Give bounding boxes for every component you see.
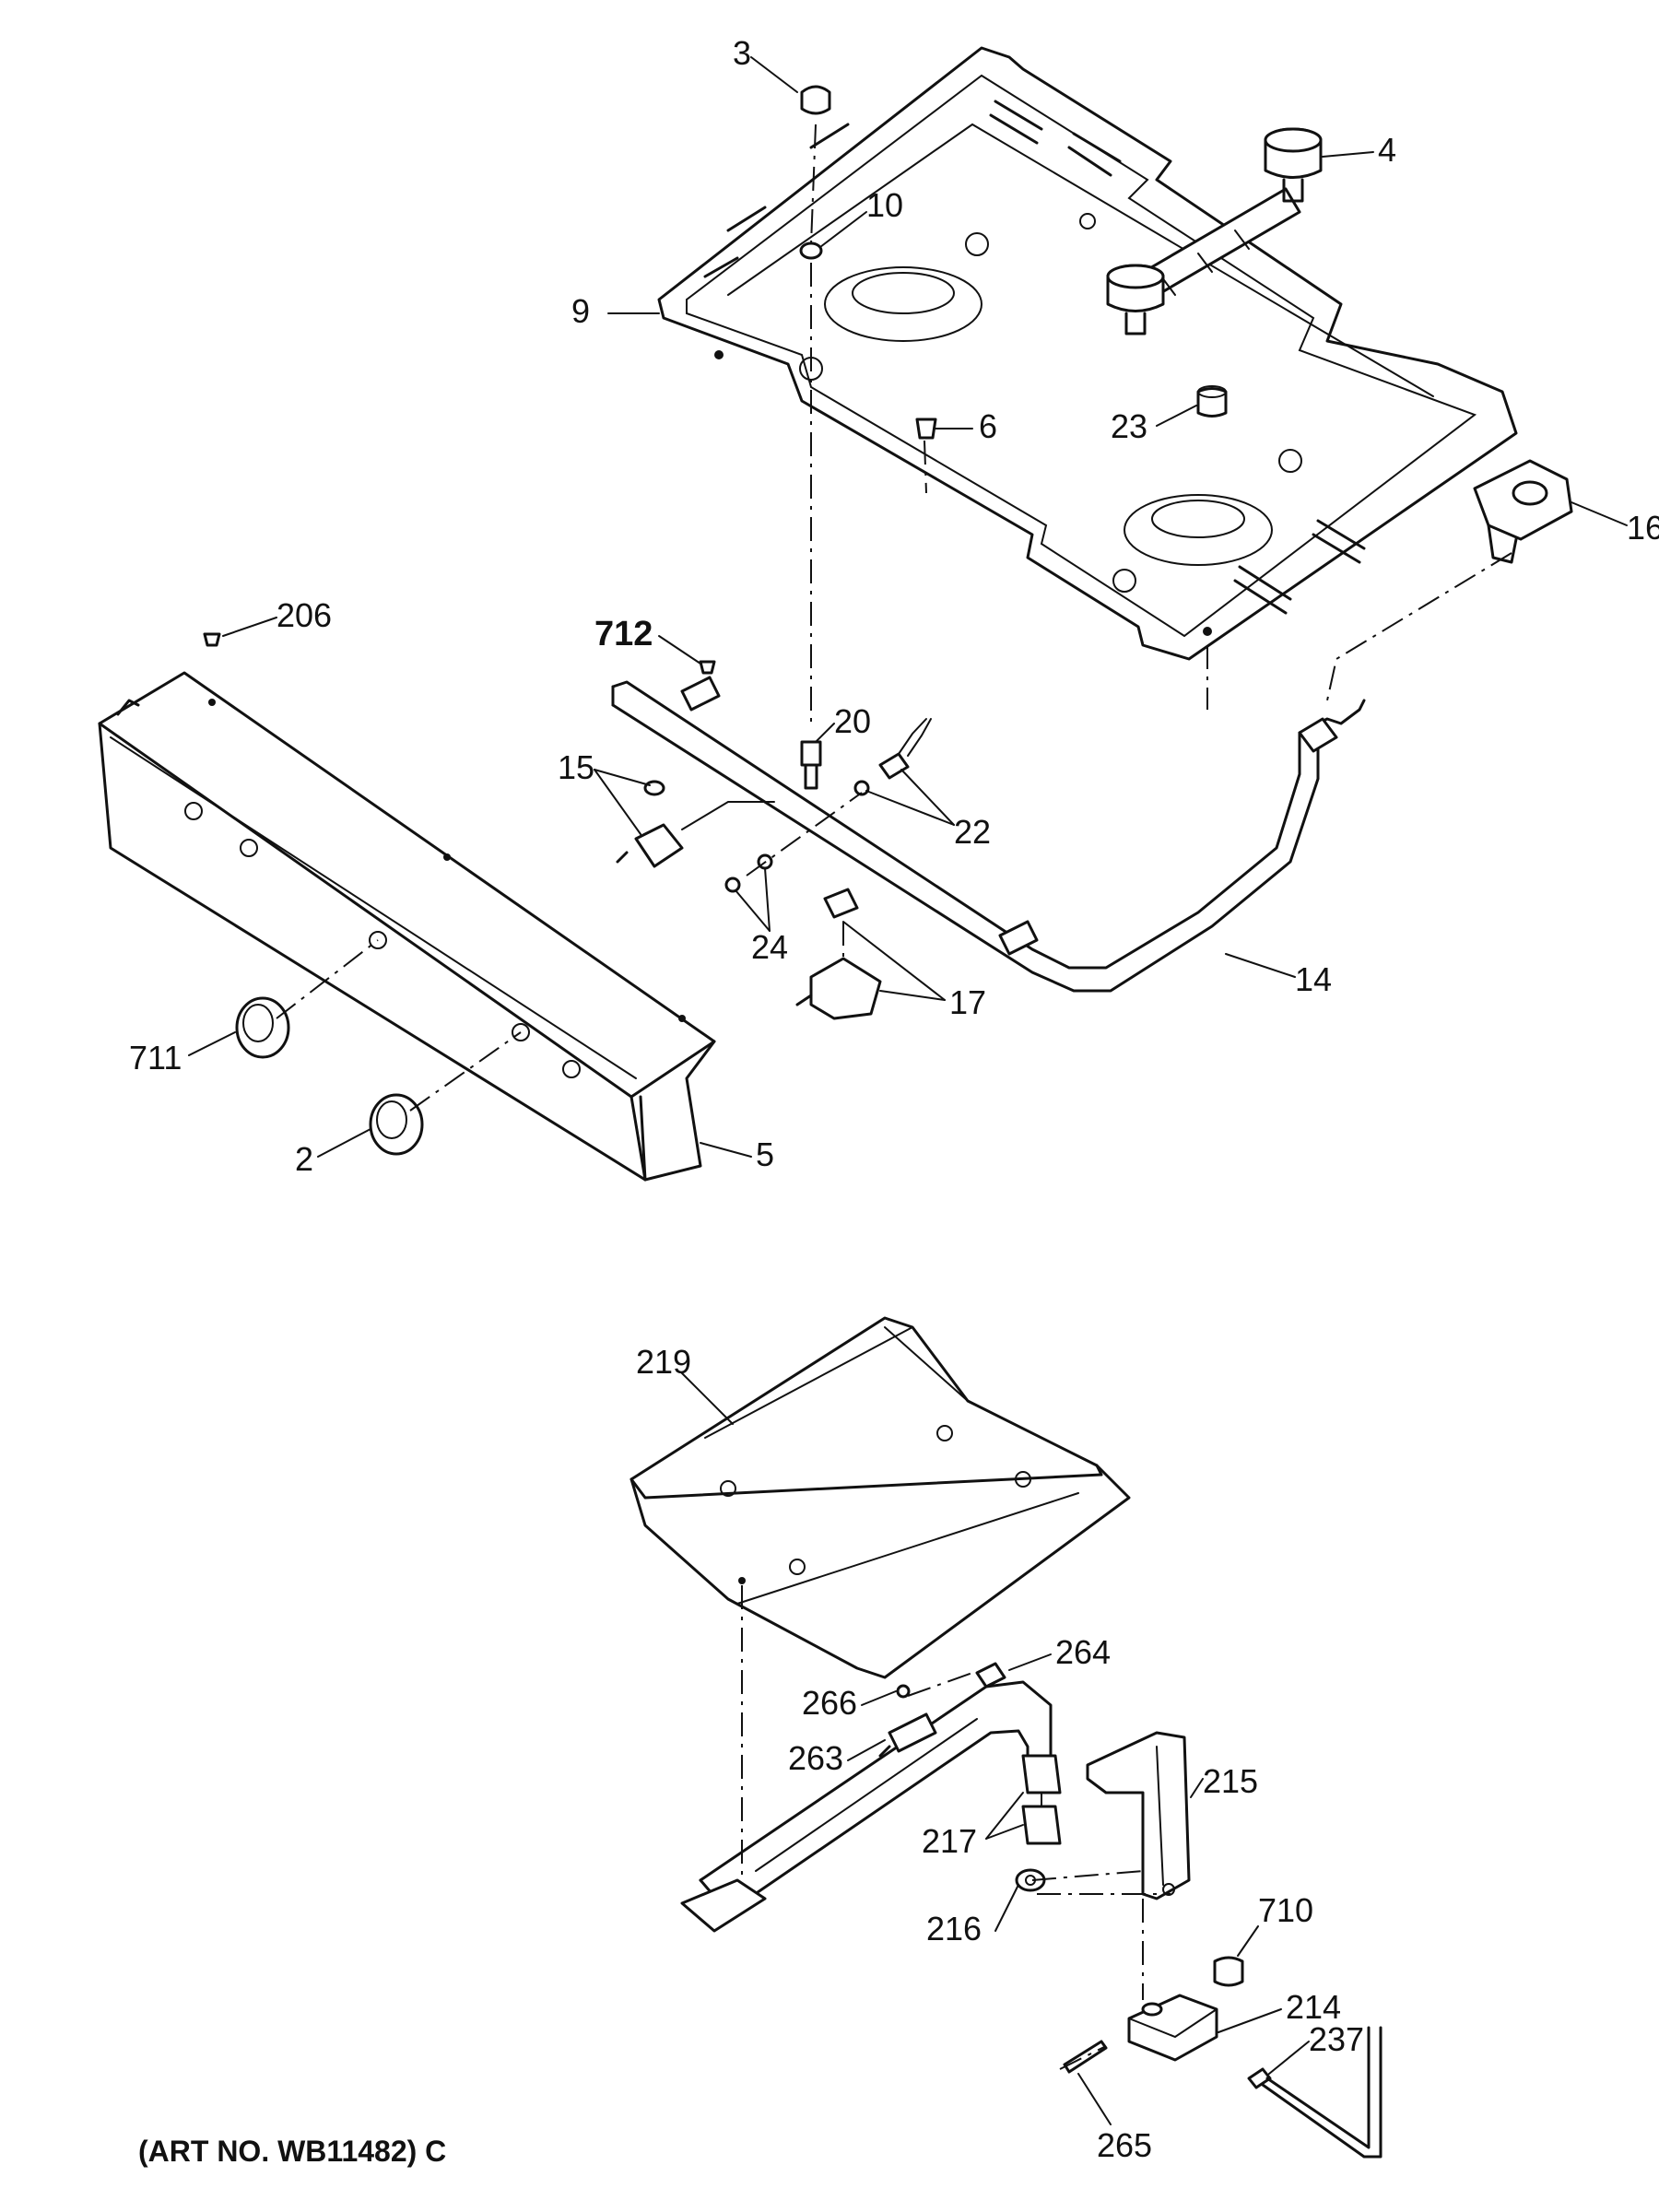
label-710: 710 — [1258, 1891, 1313, 1929]
label-214: 214 — [1286, 1988, 1341, 2026]
valve-pair-part-4 — [1106, 127, 1323, 335]
label-4: 4 — [1378, 131, 1396, 169]
valve-part-214 — [1127, 1994, 1218, 2062]
knob-part-710 — [1213, 1956, 1244, 1987]
label-3: 3 — [733, 34, 751, 72]
part-23-cap — [1196, 385, 1228, 418]
part-22-fittings — [853, 718, 932, 796]
knob-part-2 — [369, 1093, 424, 1156]
label-206: 206 — [276, 596, 332, 634]
label-217: 217 — [922, 1822, 977, 1860]
label-16: 16 — [1627, 509, 1659, 547]
burner-box-part-9 — [657, 46, 1518, 661]
orifice-part-20 — [800, 740, 822, 790]
label-264: 264 — [1055, 1633, 1111, 1671]
valve-part-17 — [795, 888, 882, 1020]
manifold-part-14 — [611, 676, 1366, 993]
label-10: 10 — [866, 186, 903, 224]
pin-part-265 — [1063, 2040, 1108, 2074]
label-14: 14 — [1295, 960, 1332, 998]
knob-part-711 — [235, 996, 290, 1059]
label-9: 9 — [571, 292, 590, 330]
control-panel-part-5 — [98, 671, 716, 1182]
part-6-plug — [915, 418, 937, 440]
label-5: 5 — [756, 1135, 774, 1173]
label-6: 6 — [979, 407, 997, 445]
label-20: 20 — [834, 702, 871, 740]
part-266 — [896, 1684, 911, 1699]
valve-part-15 — [616, 780, 775, 868]
label-711: 711 — [129, 1039, 182, 1077]
part-16-bracket — [1473, 459, 1573, 564]
label-22: 22 — [954, 813, 991, 851]
burner-clip-part-217 — [1021, 1754, 1062, 1845]
igniter-part-263 — [878, 1712, 937, 1758]
burner-tube — [680, 1680, 1053, 1933]
tube-part-237 — [1247, 2026, 1382, 2159]
label-219: 219 — [636, 1343, 691, 1381]
bracket-part-215 — [1086, 1731, 1191, 1900]
screw-part-206 — [203, 632, 221, 647]
label-266: 266 — [802, 1684, 857, 1722]
label-23: 23 — [1111, 407, 1147, 445]
label-24: 24 — [751, 928, 788, 966]
label-263: 263 — [788, 1739, 843, 1777]
label-15: 15 — [558, 748, 594, 786]
label-265: 265 — [1097, 2126, 1152, 2164]
label-2: 2 — [295, 1140, 313, 1178]
label-216: 216 — [926, 1910, 982, 1947]
part-10-grommet — [799, 241, 823, 260]
label-215: 215 — [1203, 1762, 1258, 1800]
part-264 — [975, 1662, 1006, 1688]
label-712: 712 — [594, 615, 653, 653]
screw-part-712 — [699, 660, 716, 675]
shield-part-219 — [629, 1316, 1131, 1679]
label-237: 237 — [1309, 2020, 1364, 2058]
part-3-button — [800, 85, 831, 115]
label-17: 17 — [949, 983, 986, 1021]
art-number: (ART NO. WB11482) C — [138, 2135, 446, 2168]
